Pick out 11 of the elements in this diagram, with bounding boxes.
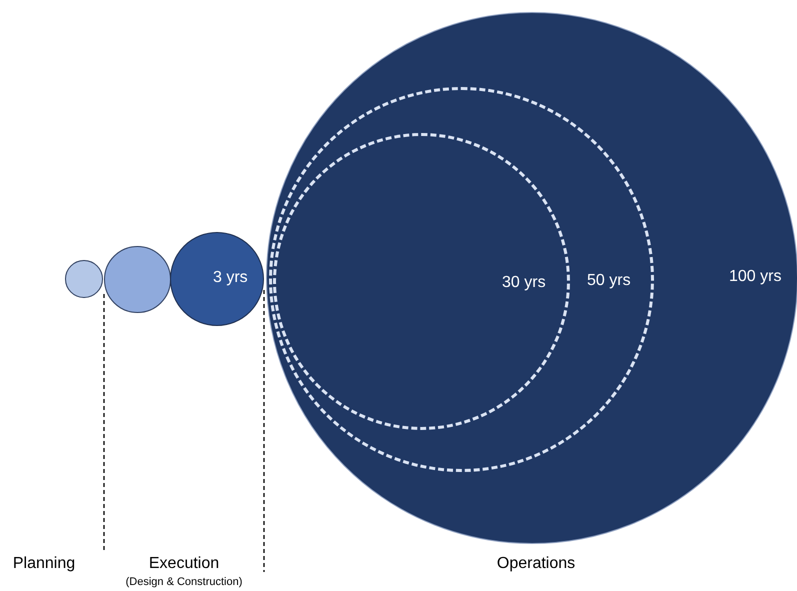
duration-label: 100 yrs — [729, 268, 782, 286]
duration-label: 3 yrs — [213, 269, 248, 287]
phase-label: Execution — [148, 555, 220, 573]
duration-label: 50 yrs — [587, 272, 631, 290]
phase-label: Operations — [496, 555, 576, 573]
dashed-circle — [269, 87, 654, 472]
duration-label: 30 yrs — [502, 274, 546, 292]
dashed-circle — [273, 133, 570, 430]
phase-subtitle: (Design & Construction) — [126, 576, 242, 588]
phase-label: Planning — [12, 555, 76, 573]
circle — [65, 260, 103, 298]
